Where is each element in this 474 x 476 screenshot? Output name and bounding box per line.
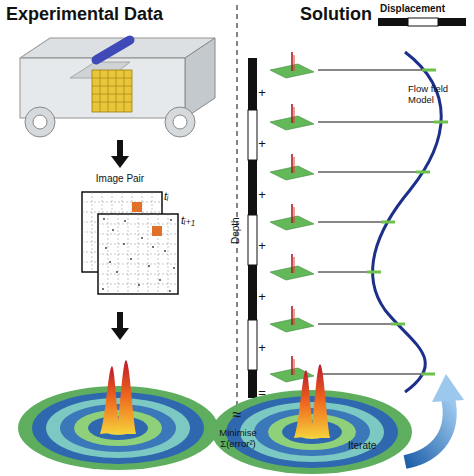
frame-grid	[98, 214, 178, 294]
down-arrow	[111, 140, 129, 168]
device-illustration	[20, 38, 215, 137]
device-side	[185, 38, 215, 118]
operator-sign: +	[256, 290, 268, 305]
arrow-head	[111, 156, 129, 168]
arrow-head	[432, 374, 464, 402]
arrow-shaft	[117, 140, 123, 158]
correlation-tile	[270, 104, 314, 130]
scale-segment	[248, 215, 257, 265]
operator-sign: +	[256, 137, 268, 152]
arrow-shaft	[117, 312, 123, 330]
leader-lines	[318, 70, 440, 374]
arrow-head	[111, 328, 129, 340]
arrow-body	[405, 398, 450, 462]
divider	[236, 5, 237, 405]
correlation-tile	[270, 254, 314, 280]
frame-label: tᵢ₊₁	[181, 214, 211, 227]
interrogation-window	[132, 202, 142, 212]
mount-hole	[33, 115, 47, 129]
operator-sign: +	[256, 188, 268, 203]
grid-plane	[92, 70, 132, 112]
measurement-grid	[92, 70, 132, 112]
axis-label: Depth	[230, 206, 242, 256]
scale-segment	[438, 18, 466, 26]
scale-segment	[248, 320, 257, 370]
grid-lines	[92, 70, 132, 112]
frame-border	[98, 214, 178, 294]
scale-segment	[248, 110, 257, 160]
correlation-plot	[212, 364, 412, 474]
model-label: Flow field Model	[408, 84, 474, 106]
mount-lug	[165, 107, 195, 137]
scale-segment	[408, 18, 438, 26]
scale-segment	[248, 160, 257, 215]
frame-label: tᵢ	[164, 190, 184, 203]
correlation-tile	[270, 306, 314, 332]
approx-sign: ≈	[227, 406, 247, 424]
down-arrow	[111, 312, 129, 340]
step-label: Image Pair	[80, 173, 160, 185]
axis-label: Displacement	[380, 3, 470, 15]
operator-sign: +	[256, 341, 268, 356]
correlation-tile	[270, 154, 314, 180]
mount-lug	[25, 107, 55, 137]
scale-segment	[248, 58, 257, 110]
interrogation-window	[152, 226, 162, 236]
operator-sign: +	[256, 239, 268, 254]
correlation-tile	[270, 52, 314, 78]
particles	[102, 218, 175, 292]
image-frame	[98, 214, 178, 294]
operator-sign: +	[256, 86, 268, 101]
objective-label: Minimise Σ(error²)	[207, 428, 269, 450]
section-heading: Solution	[300, 4, 380, 25]
scale-segment	[248, 370, 257, 398]
scale-segment	[248, 265, 257, 320]
step-label: Iterate	[348, 440, 398, 452]
scale-segment	[378, 18, 408, 26]
laser-sheet	[96, 40, 130, 60]
device-edge	[20, 38, 50, 58]
operator-sign: =	[256, 386, 268, 401]
section-heading: Experimental Data	[6, 4, 231, 25]
displacement-scale	[378, 18, 466, 26]
correlation-plot	[18, 360, 218, 470]
mount-hole	[173, 115, 187, 129]
iterate-arrow	[405, 374, 464, 462]
depth-scale	[248, 58, 257, 398]
correlation-tile	[270, 204, 314, 230]
profile-markers	[367, 70, 448, 374]
